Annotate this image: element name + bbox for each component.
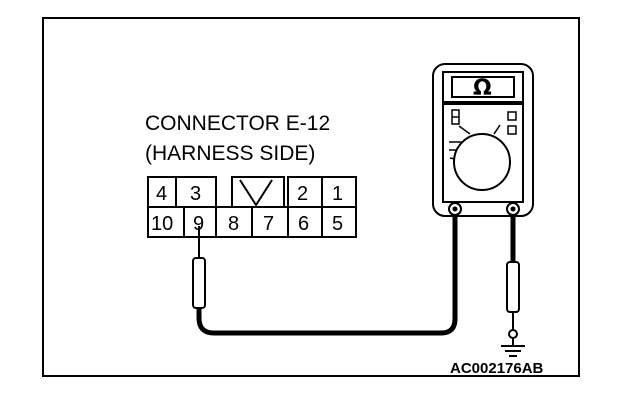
pin-1: 1	[332, 183, 343, 205]
key-triangle	[239, 179, 273, 207]
connector-e12	[147, 176, 357, 238]
pin-3: 3	[190, 183, 201, 205]
test-lead-wire	[196, 214, 458, 336]
probe-pin9	[192, 226, 206, 309]
pin-8: 8	[228, 213, 239, 235]
pin-5: 5	[332, 213, 343, 235]
pin-4: 4	[156, 183, 167, 205]
connector-side-label: (HARNESS SIDE)	[145, 142, 316, 165]
ground-icon	[501, 345, 525, 357]
ohm-symbol: Ω	[473, 76, 492, 101]
pin-6: 6	[298, 213, 309, 235]
connector-label: CONNECTOR E-12	[145, 112, 331, 135]
ground-probe	[506, 261, 520, 345]
selector-dial	[453, 133, 511, 191]
pin-7: 7	[263, 213, 274, 235]
pin-2: 2	[297, 183, 308, 205]
pin-10: 10	[151, 213, 173, 235]
ohmmeter: Ω	[432, 63, 534, 217]
figure-code: AC002176AB	[450, 360, 544, 377]
pin-9: 9	[193, 213, 204, 235]
